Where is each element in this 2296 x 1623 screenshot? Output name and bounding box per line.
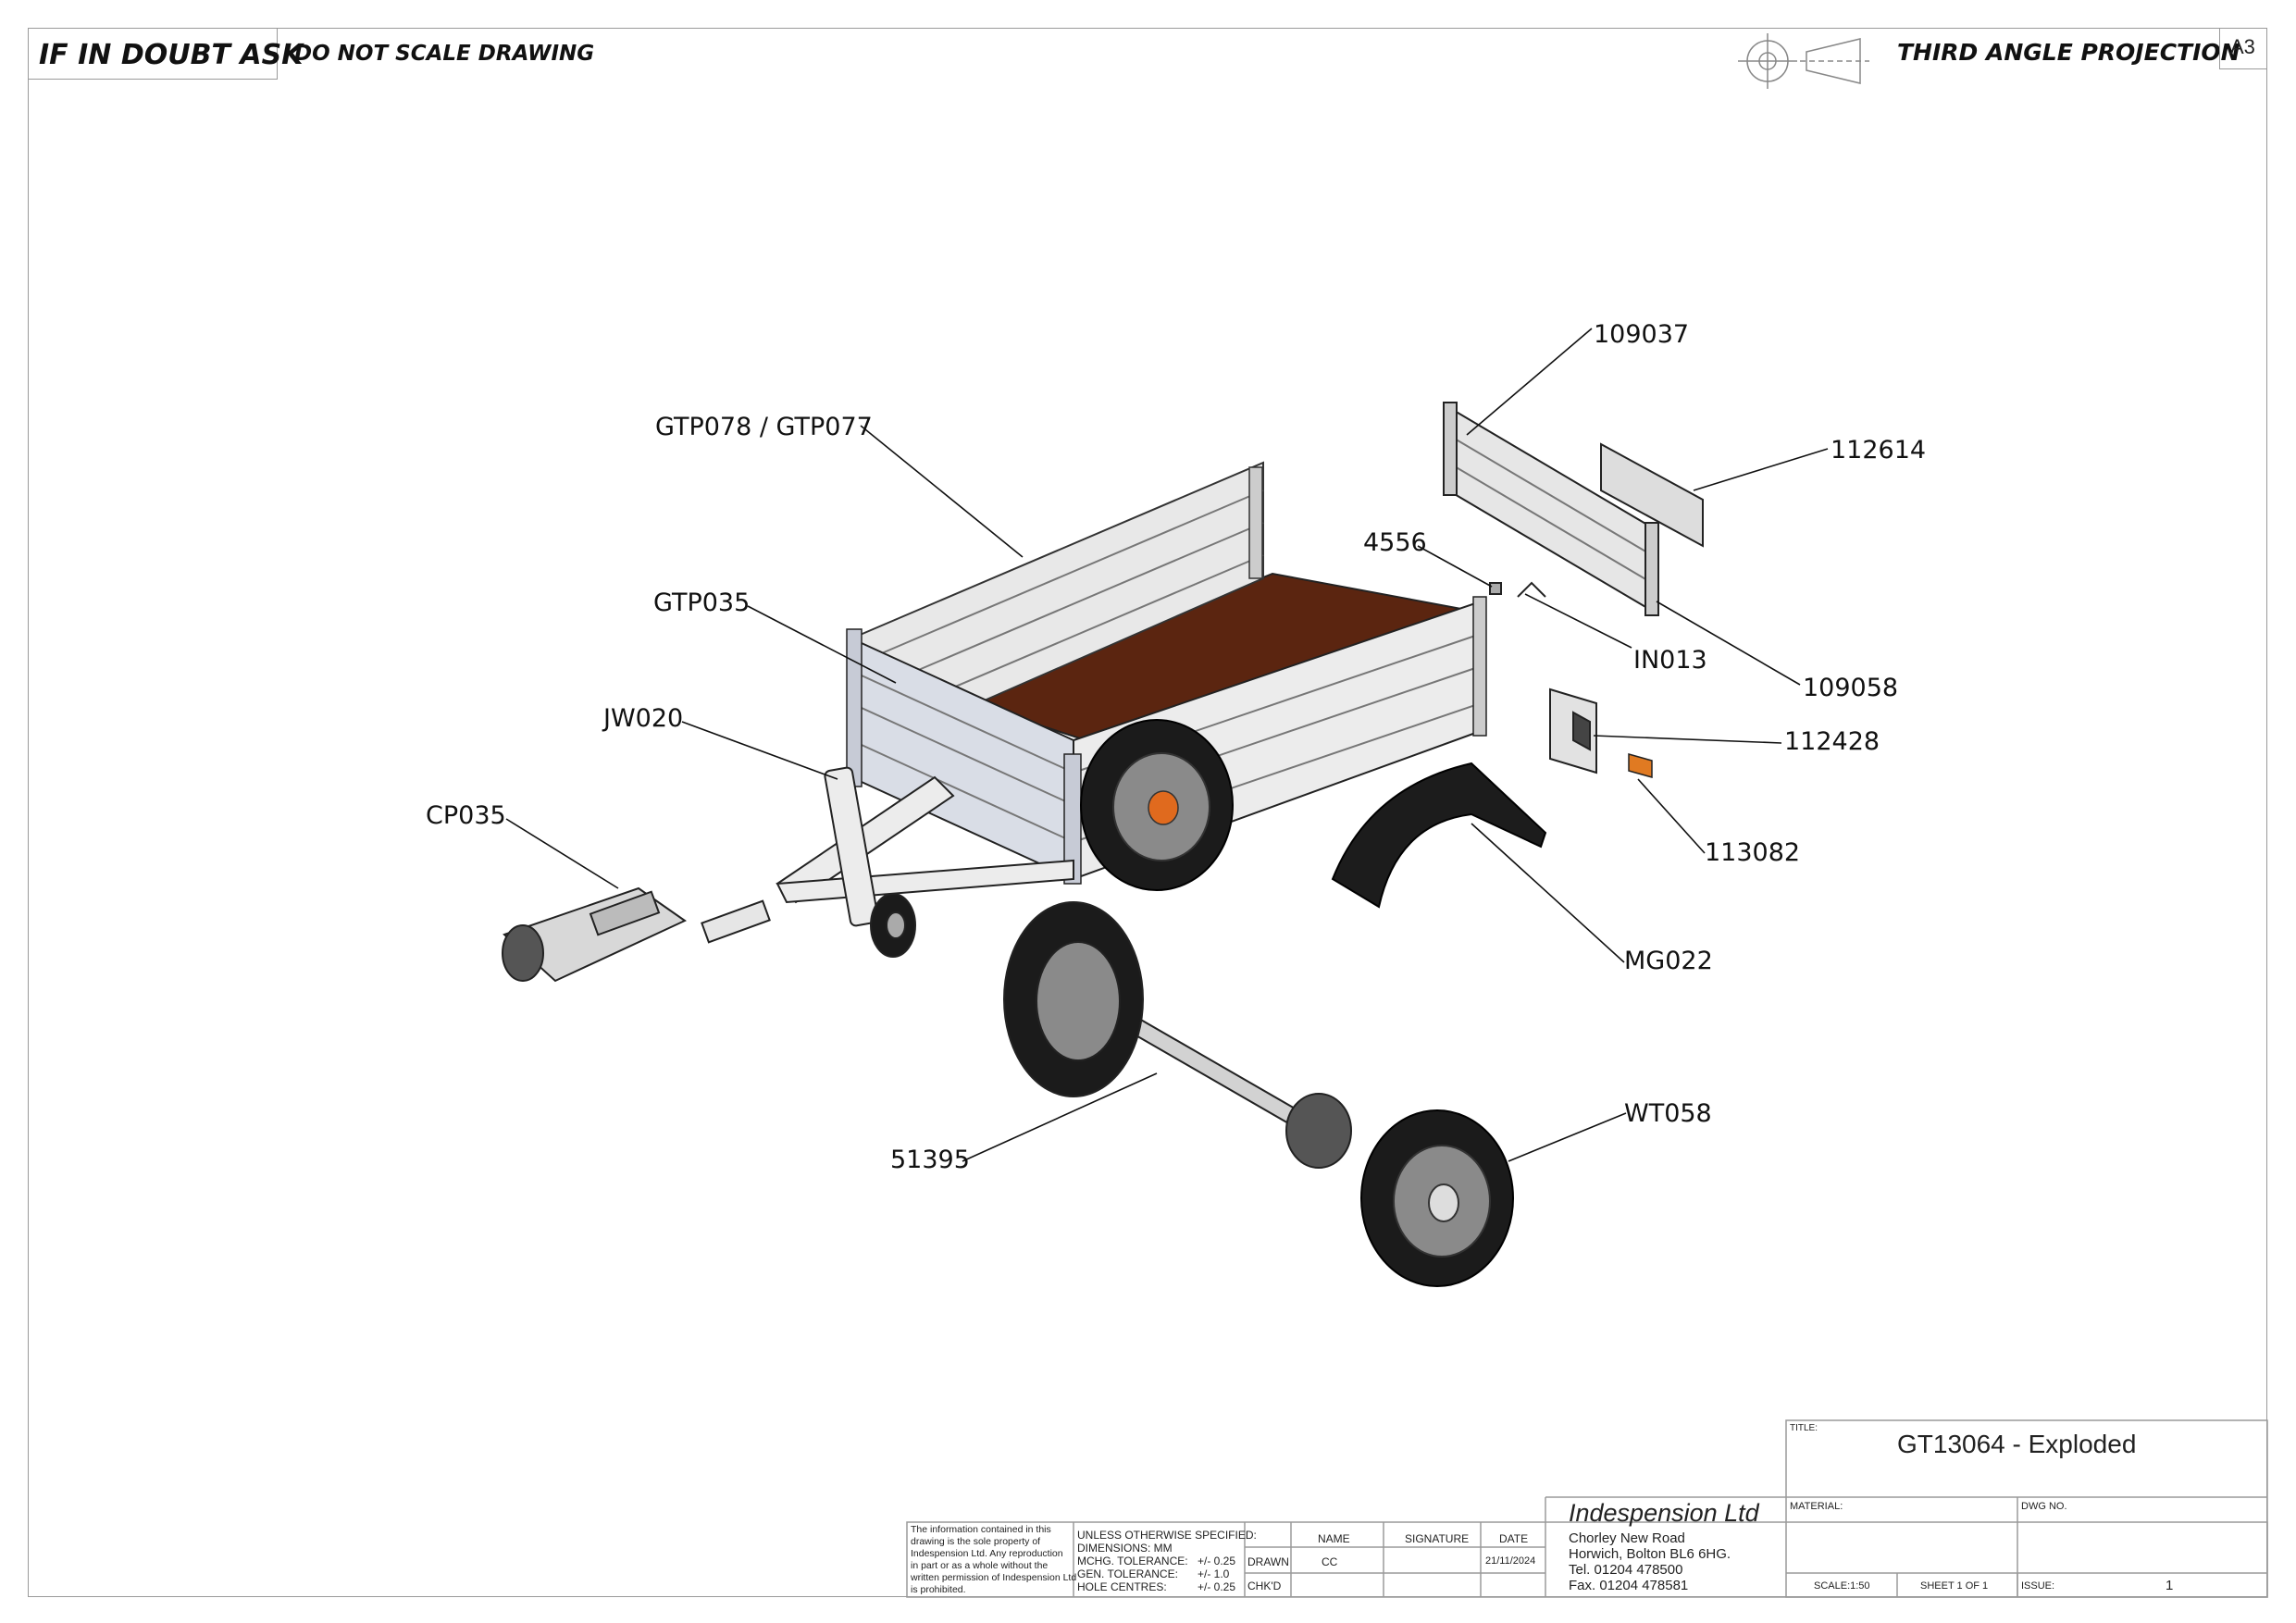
callout-109037: 109037: [1594, 320, 1690, 349]
leader-51395: [962, 1072, 1158, 1162]
material-label: MATERIAL:: [1790, 1501, 1843, 1512]
company-fax: Fax. 01204 478581: [1569, 1578, 1689, 1593]
tailgate-panel: [1443, 402, 1659, 616]
sheet-size-box: [2219, 28, 2267, 69]
callout-cp035: CP035: [426, 801, 506, 830]
ownership-notice: The information contained in this drawin…: [911, 1524, 1076, 1596]
number-plate-bracket: [1600, 442, 1704, 548]
leader-109058: [1656, 601, 1801, 686]
title-block-grid: [906, 1419, 2268, 1598]
callout-gtp035: GTP035: [653, 588, 751, 617]
sheet-size: A3: [2230, 35, 2255, 58]
notice-line: Indespension Ltd. Any reproduction: [911, 1548, 1063, 1559]
rear-lamp: [1549, 688, 1597, 774]
company-name: Indespension Ltd: [1569, 1499, 1759, 1527]
callout-109058: 109058: [1803, 674, 1899, 702]
third-angle-projection: THIRD ANGLE PROJECTION: [1897, 39, 2240, 66]
hole-centres-value: +/- 0.25: [1198, 1580, 1236, 1593]
leader-gtp035: [747, 605, 897, 684]
leader-wt058: [1508, 1112, 1627, 1162]
leader-112614: [1693, 448, 1829, 491]
col-date: DATE: [1499, 1532, 1529, 1545]
latch-parts: [1489, 581, 1546, 598]
leader-cp035: [505, 818, 619, 889]
dwg-no-label: DWG NO.: [2021, 1501, 2067, 1512]
leader-in013: [1524, 593, 1632, 649]
callout-112614: 112614: [1831, 436, 1927, 465]
side-reflector: [1628, 753, 1653, 778]
callout-112428: 112428: [1784, 727, 1880, 756]
coupling-head: [502, 886, 771, 983]
leader-lines: [505, 328, 1829, 1162]
leader-109037: [1466, 328, 1593, 436]
scale: SCALE:1:50: [1814, 1580, 1870, 1592]
notice-line: drawing is the sole property of: [911, 1536, 1041, 1547]
axle-assembly: [1003, 901, 1352, 1169]
callout-wt058: WT058: [1624, 1099, 1712, 1128]
drawn-date: 21/11/2024: [1485, 1555, 1536, 1567]
spec-heading: UNLESS OTHERWISE SPECIFIED:: [1077, 1529, 1257, 1542]
if-in-doubt-ask: IF IN DOUBT ASK: [39, 39, 304, 71]
drawbar-a-frame: [776, 766, 1074, 958]
wheel-wt058: [1360, 1109, 1514, 1287]
doubt-box: [28, 28, 278, 80]
sheet-number: SHEET 1 OF 1: [1920, 1580, 1989, 1592]
mudguard: [1331, 762, 1547, 909]
leader-4556: [1417, 545, 1493, 588]
notice-line: is prohibited.: [911, 1584, 966, 1595]
drawn-by: CC: [1322, 1555, 1338, 1568]
row-drawn: DRAWN: [1247, 1555, 1289, 1568]
callout-mg022: MG022: [1624, 947, 1713, 975]
company-address-2: Horwich, Bolton BL6 6HG.: [1569, 1546, 1731, 1562]
mchg-tolerance-label: MCHG. TOLERANCE:: [1077, 1555, 1188, 1567]
do-not-scale-drawing: DO NOT SCALE DRAWING: [294, 42, 595, 66]
callout-gtp078-gtp077: GTP078 / GTP077: [655, 413, 873, 441]
callout-in013: IN013: [1633, 646, 1707, 675]
company-tel: Tel. 01204 478500: [1569, 1562, 1683, 1578]
company-address-1: Chorley New Road: [1569, 1530, 1685, 1546]
hole-centres-label: HOLE CENTRES:: [1077, 1580, 1167, 1593]
drawing-title: GT13064 - Exploded: [1897, 1430, 2137, 1458]
issue-label: ISSUE:: [2021, 1580, 2055, 1592]
row-chkd: CHK'D: [1247, 1580, 1282, 1592]
gen-tolerance-label: GEN. TOLERANCE:: [1077, 1567, 1178, 1580]
leader-jw020: [681, 721, 838, 780]
leader-112428: [1593, 735, 1782, 744]
gen-tolerance-value: +/- 1.0: [1198, 1567, 1230, 1580]
notice-line: The information contained in this: [911, 1524, 1051, 1535]
col-name: NAME: [1318, 1532, 1350, 1545]
issue-number: 1: [2166, 1578, 2174, 1593]
leader-113082: [1637, 778, 1706, 854]
leader-gtp078: [860, 425, 1024, 558]
trailer-body: [846, 461, 1487, 891]
leader-mg022: [1471, 823, 1625, 963]
notice-line: written permission of Indespension Ltd: [911, 1572, 1077, 1583]
callout-4556: 4556: [1363, 528, 1427, 557]
mchg-tolerance-value: +/- 0.25: [1198, 1555, 1236, 1567]
callout-113082: 113082: [1705, 838, 1801, 867]
callout-jw020: JW020: [603, 704, 684, 733]
col-signature: SIGNATURE: [1405, 1532, 1470, 1545]
dimensions-unit: DIMENSIONS: MM: [1077, 1542, 1173, 1555]
notice-line: in part or as a whole without the: [911, 1560, 1049, 1571]
projection-symbol: [1738, 33, 1869, 89]
title-label: TITLE:: [1790, 1423, 1818, 1433]
callout-51395: 51395: [890, 1146, 970, 1174]
